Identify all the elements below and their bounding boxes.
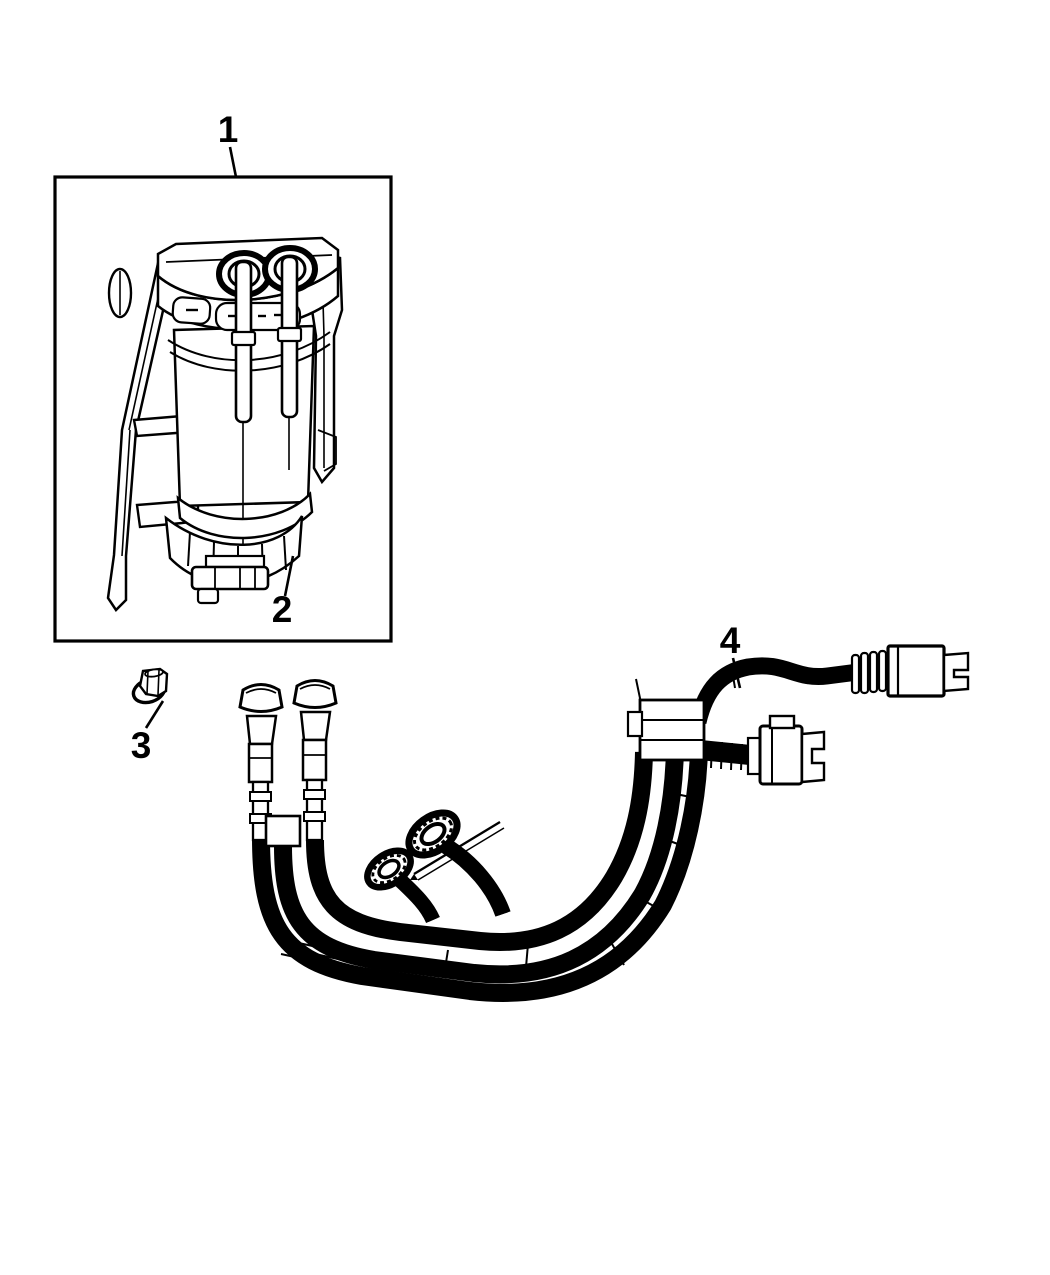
end-quick-connector	[886, 644, 970, 698]
retainer-rod	[410, 820, 505, 881]
callout-2-label: 2	[272, 589, 293, 630]
vertical-connector-right	[292, 679, 338, 842]
fuel-tube-bundle-drawing	[238, 644, 970, 1002]
barbed-fitting-lower	[364, 847, 414, 891]
tube-bellows	[850, 649, 888, 695]
barbed-fitting-upper	[405, 809, 461, 859]
branch-ribbed-stem	[710, 736, 762, 776]
tube-ribbon-lines	[280, 939, 373, 974]
tube-clamp-block	[264, 814, 302, 848]
callout-4-leader	[731, 657, 742, 689]
callout-2-leader	[283, 555, 295, 597]
callout-4-label: 4	[720, 620, 741, 661]
vertical-connector-left	[238, 683, 284, 842]
callout-1-label: 1	[218, 109, 239, 150]
branch-quick-connector	[758, 714, 826, 786]
fuel-tubes-outline	[252, 657, 860, 1002]
filter-standpipes	[230, 255, 303, 560]
hex-nut-drawing	[131, 667, 169, 705]
callout-1: 1	[218, 109, 239, 178]
callout-3: 3	[131, 700, 165, 766]
fuel-filter-module-drawing	[53, 175, 393, 643]
callout-3-label: 3	[131, 725, 152, 766]
fuel-tubes-fill	[254, 659, 859, 1000]
tube-junction-block	[626, 698, 706, 762]
callout-3-leader	[144, 700, 165, 729]
callout-1-leader	[228, 146, 238, 178]
filter-drain	[190, 554, 270, 605]
callout-4: 4	[720, 620, 742, 689]
callout-2: 2	[272, 555, 295, 630]
